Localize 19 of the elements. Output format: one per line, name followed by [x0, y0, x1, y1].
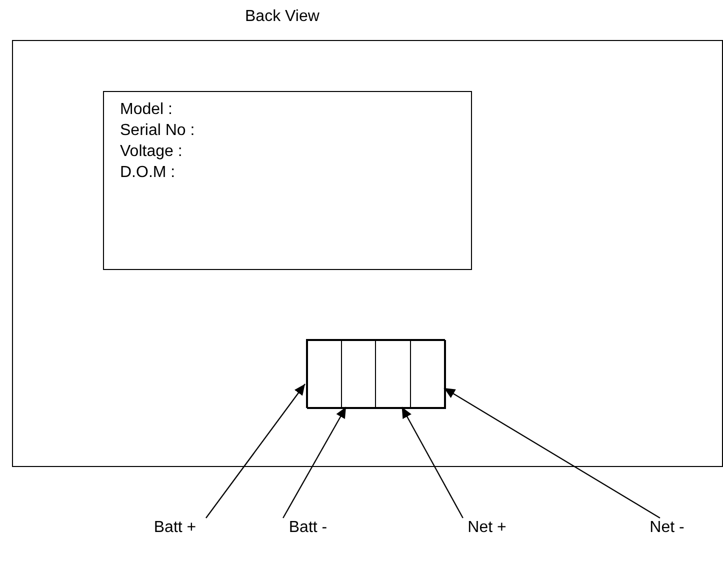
leader-arrow — [444, 388, 660, 519]
terminal-block — [306, 339, 445, 408]
terminal-label: Batt + — [144, 518, 206, 538]
label-field: D.O.M : — [120, 163, 176, 182]
terminal-label: Net - — [640, 518, 694, 538]
label-field: Voltage : — [120, 142, 182, 161]
leader-arrow — [206, 384, 306, 518]
terminal-label: Batt - — [279, 518, 337, 538]
terminal — [307, 340, 342, 409]
terminal — [410, 340, 446, 409]
panel-heading: Back View — [245, 7, 320, 26]
terminal-label: Net + — [459, 518, 515, 538]
terminal — [375, 340, 411, 409]
label-field: Model : — [120, 100, 172, 119]
label-field: Serial No : — [120, 121, 195, 140]
rating-label-plate — [103, 91, 472, 270]
terminal — [341, 340, 376, 409]
leader-arrow — [401, 406, 464, 518]
leader-arrow — [282, 406, 347, 518]
